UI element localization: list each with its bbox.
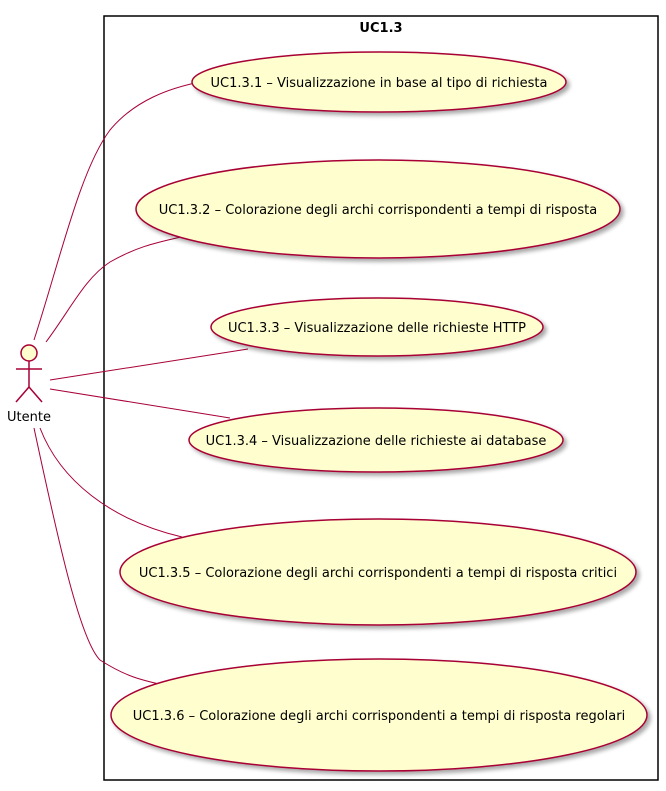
- use-case-label: UC1.3.4 – Visualizzazione delle richiest…: [206, 434, 547, 449]
- use-case-label: UC1.3.1 – Visualizzazione in base al tip…: [211, 76, 548, 91]
- actor-head: [20, 344, 38, 362]
- use-case-ellipse: [119, 518, 637, 626]
- actor-right-leg: [28, 386, 43, 403]
- association-uc-1-3-2: [45, 235, 186, 343]
- association-uc-1-3-6: [33, 427, 169, 687]
- system-boundary-title: UC1.3: [359, 21, 402, 36]
- use-case-ellipse: [191, 51, 567, 113]
- actor-utente: [15, 344, 43, 403]
- actor-left-leg: [15, 386, 30, 403]
- use-case-uc-1-3-4[interactable]: UC1.3.4 – Visualizzazione delle richiest…: [188, 407, 564, 473]
- use-case-uc-1-3-2[interactable]: UC1.3.2 – Colorazione degli archi corris…: [135, 159, 621, 259]
- use-case-uc-1-3-1[interactable]: UC1.3.1 – Visualizzazione in base al tip…: [191, 51, 567, 113]
- use-case-label: UC1.3.3 – Visualizzazione delle richiest…: [228, 321, 526, 336]
- association-uc-1-3-3: [49, 348, 249, 381]
- actor-label: Utente: [7, 410, 51, 425]
- use-case-label: UC1.3.2 – Colorazione degli archi corris…: [159, 203, 597, 218]
- use-case-label: UC1.3.6 – Colorazione degli archi corris…: [133, 709, 625, 724]
- use-case-label: UC1.3.5 – Colorazione degli archi corris…: [139, 566, 617, 581]
- association-lines: [33, 81, 249, 687]
- use-case-uc-1-3-5[interactable]: UC1.3.5 – Colorazione degli archi corris…: [119, 518, 637, 626]
- use-case-uc-1-3-6[interactable]: UC1.3.6 – Colorazione degli archi corris…: [110, 658, 648, 772]
- use-case-ellipse: [210, 297, 544, 357]
- use-case-ellipse: [135, 159, 621, 259]
- association-uc-1-3-4: [49, 388, 231, 419]
- use-case-uc-1-3-3[interactable]: UC1.3.3 – Visualizzazione delle richiest…: [210, 297, 544, 357]
- use-case-ellipse: [188, 407, 564, 473]
- association-uc-1-3-1: [33, 81, 201, 341]
- association-uc-1-3-5: [39, 427, 183, 538]
- use-case-ellipse: [110, 658, 648, 772]
